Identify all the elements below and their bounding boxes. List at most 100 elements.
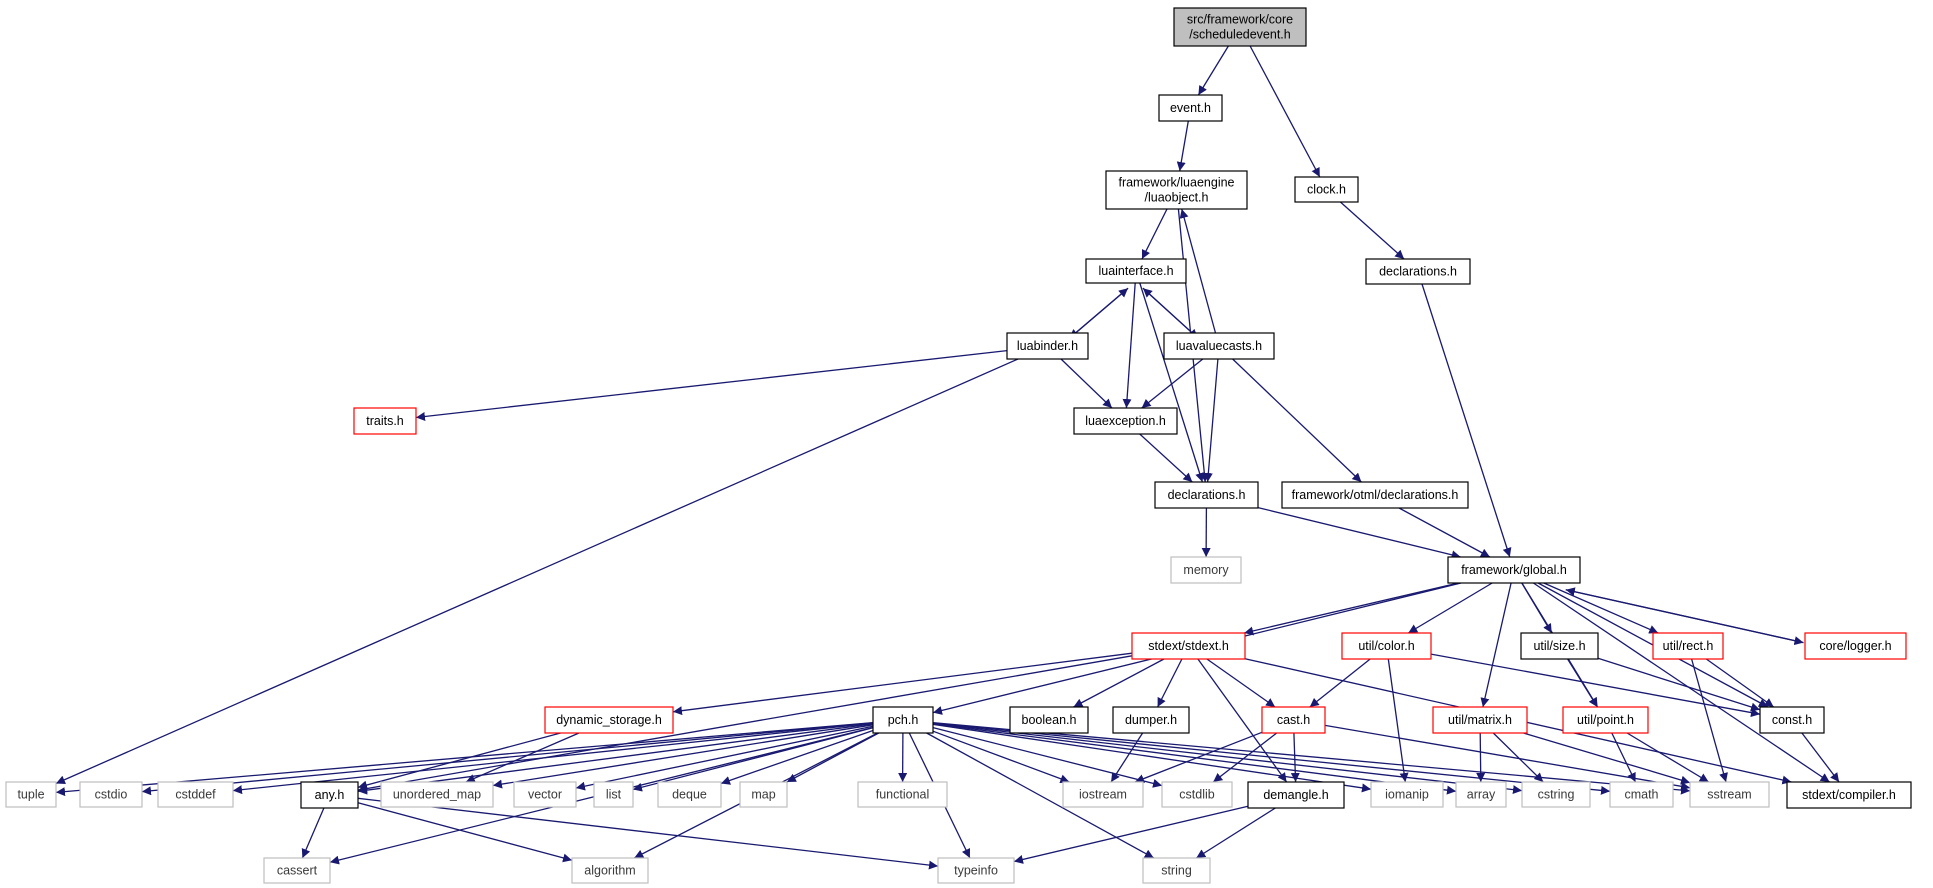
edge-matrix-to-array [1476, 732, 1486, 783]
node-label: cast.h [1277, 713, 1310, 727]
node-box [157, 781, 234, 808]
node-label: any.h [315, 788, 345, 802]
node-box [1432, 706, 1528, 734]
node-cassert: cassert [263, 857, 331, 884]
node-sstream: sstream [1689, 781, 1770, 808]
edge-matrix-to-sstream [1523, 732, 1691, 785]
node-point[interactable]: util/point.h [1562, 706, 1649, 734]
edge-cast-to-demangle [1290, 732, 1300, 783]
edge-global-to-rect [1543, 582, 1659, 634]
node-luabinder[interactable]: luabinder.h [1006, 332, 1089, 360]
node-dumper[interactable]: dumper.h [1112, 706, 1190, 734]
node-luaobject[interactable]: framework/luaengine/luaobject.h [1105, 170, 1248, 210]
node-box [1131, 632, 1246, 660]
node-clock[interactable]: clock.h [1294, 176, 1359, 203]
node-event[interactable]: event.h [1158, 94, 1223, 122]
node-root[interactable]: src/framework/core/scheduledevent.h [1173, 7, 1307, 47]
edge-luainterface-to-luaexception [1122, 282, 1136, 409]
edge-luabinder-to-luainterface [1068, 287, 1129, 339]
node-matrix[interactable]: util/matrix.h [1432, 706, 1528, 734]
node-box [1105, 170, 1248, 210]
edge-dynstorage-to-unordered_map [465, 732, 580, 783]
edge-pch-to-vector [575, 725, 874, 791]
node-label: cmath [1624, 788, 1658, 802]
edge-cast-to-iostream [1134, 731, 1263, 783]
node-label: stdext/compiler.h [1802, 788, 1896, 802]
nodes-layer: src/framework/core/scheduledevent.h event… [5, 7, 1912, 884]
edge-pch-to-map [786, 732, 880, 783]
node-decl[interactable]: declarations.h [1154, 481, 1259, 509]
node-box [1370, 781, 1444, 808]
node-pch[interactable]: pch.h [872, 706, 934, 734]
edge-color-to-cast [1309, 658, 1371, 708]
edge-global-to-stdext [1244, 582, 1459, 636]
node-global[interactable]: framework/global.h [1447, 556, 1581, 584]
edge-cast-to-cstdlib [1212, 732, 1278, 783]
edge-luavaluecasts-to-otmldecl [1232, 358, 1362, 483]
edge-luabinder-to-luaexception [1060, 358, 1113, 409]
edge-const-to-compiler [1801, 732, 1840, 783]
edge-rect-to-sstream [1690, 658, 1728, 783]
node-compiler[interactable]: stdext/compiler.h [1786, 781, 1912, 809]
node-box [5, 781, 57, 808]
node-box [1652, 632, 1724, 660]
node-luaexception[interactable]: luaexception.h [1073, 407, 1178, 435]
node-box [1247, 781, 1345, 809]
node-box [1786, 781, 1912, 809]
node-box [1158, 94, 1223, 122]
edge-luainterface-to-decl [1139, 282, 1204, 483]
node-rect[interactable]: util/rect.h [1652, 632, 1724, 660]
edge-global-to-color [1407, 582, 1493, 634]
node-stdext[interactable]: stdext/stdext.h [1131, 632, 1246, 660]
node-box [1112, 706, 1190, 734]
node-label: cstdlib [1179, 788, 1214, 802]
edge-pch-to-iomanip [932, 723, 1372, 793]
node-label: unordered_map [393, 788, 481, 802]
node-size[interactable]: util/size.h [1520, 632, 1599, 660]
node-luainterface[interactable]: luainterface.h [1085, 258, 1187, 284]
edge-pch-to-cstdlib [932, 726, 1163, 788]
edge-logger-to-global [1565, 587, 1804, 644]
edge-luavaluecasts-to-decl [1203, 358, 1219, 483]
node-functional: functional [857, 781, 948, 808]
edge-pch-to-deque [720, 729, 874, 785]
node-label: /luaobject.h [1145, 191, 1209, 205]
edge-stdext-to-boolean [1073, 658, 1165, 708]
node-label: string [1161, 864, 1192, 878]
node-cast[interactable]: cast.h [1261, 706, 1326, 734]
node-boolean[interactable]: boolean.h [1009, 706, 1089, 734]
node-demangle[interactable]: demangle.h [1247, 781, 1345, 809]
edges-layer [55, 45, 1840, 870]
edge-pch-to-cstddef [232, 722, 874, 795]
node-label: core/logger.h [1819, 639, 1891, 653]
node-const[interactable]: const.h [1759, 706, 1825, 734]
node-box [1073, 407, 1178, 435]
node-box [353, 407, 417, 435]
node-any[interactable]: any.h [300, 781, 359, 809]
edge-global-to-compiler [1533, 582, 1830, 783]
node-box [1804, 632, 1907, 660]
node-label: memory [1183, 563, 1229, 577]
node-traits[interactable]: traits.h [353, 407, 417, 435]
node-color[interactable]: util/color.h [1341, 632, 1432, 660]
node-logger[interactable]: core/logger.h [1804, 632, 1907, 660]
edge-pch-to-cstdio [141, 722, 874, 796]
node-dynstorage[interactable]: dynamic_storage.h [544, 706, 674, 734]
node-label: traits.h [366, 414, 404, 428]
node-otmldecl[interactable]: framework/otml/declarations.h [1281, 481, 1469, 509]
node-label: const.h [1772, 713, 1812, 727]
node-label: array [1467, 788, 1496, 802]
node-box [263, 857, 331, 884]
node-label: sstream [1707, 788, 1751, 802]
node-box [1173, 7, 1307, 47]
node-box [79, 781, 143, 808]
edge-stdext-to-cast [1206, 658, 1276, 708]
node-declclock[interactable]: declarations.h [1365, 258, 1471, 285]
edge-any-to-algorithm [357, 802, 573, 863]
node-label: event.h [1170, 101, 1211, 115]
edge-declclock-to-global [1421, 283, 1512, 558]
node-label: cstddef [175, 788, 216, 802]
node-box [544, 706, 674, 734]
edge-pch-to-list [632, 727, 874, 792]
node-luavaluecasts[interactable]: luavaluecasts.h [1163, 332, 1275, 360]
